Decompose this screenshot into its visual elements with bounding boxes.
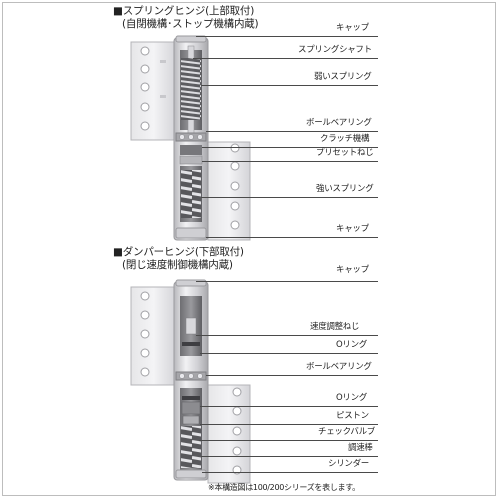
label-piston: ピストン bbox=[336, 411, 369, 421]
label-clutch: クラッチ機構 bbox=[320, 134, 370, 144]
leader-damper-cap bbox=[196, 281, 378, 282]
spring-hinge-illustration bbox=[130, 35, 251, 241]
weak-spring bbox=[181, 58, 201, 120]
spring-right-screw-holes bbox=[230, 143, 240, 230]
leader-damper-bearing bbox=[206, 375, 378, 376]
label-ball-bearing: ボールベアリング bbox=[306, 118, 372, 128]
strong-spring bbox=[181, 170, 201, 218]
label-weak-spring: 弱いスプリング bbox=[314, 72, 372, 82]
damper-hinge-subtitle: (閉じ速度制御機構内蔵) bbox=[122, 259, 233, 271]
leader-ball-bearing bbox=[206, 131, 378, 132]
label-spring-shaft: スプリングシャフト bbox=[298, 45, 372, 55]
spring-top-cap bbox=[175, 35, 207, 43]
check-valve bbox=[182, 415, 200, 425]
leader-cylinder bbox=[202, 472, 378, 473]
leader-strong-spring bbox=[201, 197, 378, 198]
leader-weak-spring bbox=[201, 85, 378, 86]
label-check-valve: チェックバルブ bbox=[318, 427, 375, 437]
damper-right-leaf bbox=[207, 384, 251, 484]
leader-speed-rod bbox=[201, 456, 378, 457]
spring-left-leaf bbox=[130, 41, 177, 141]
damper-hinge-illustration bbox=[130, 279, 251, 484]
damper-bearing-balls bbox=[179, 373, 203, 379]
clutch-mechanism bbox=[180, 145, 202, 155]
damper-left-screw-holes bbox=[140, 291, 150, 377]
leader-speed-screw bbox=[196, 335, 378, 336]
piston bbox=[181, 401, 201, 415]
leader-piston bbox=[200, 424, 378, 425]
o-ring-upper bbox=[182, 342, 200, 346]
damper-bottom-cap bbox=[175, 469, 207, 479]
damper-hinge-title: ■ダンパーヒンジ(下部取付) bbox=[113, 246, 244, 258]
leader-check-valve bbox=[199, 440, 378, 441]
damper-hinge-heading: ■ダンパーヒンジ(下部取付) (閉じ速度制御機構内蔵) bbox=[113, 246, 244, 272]
label-damper-cap: キャップ bbox=[336, 265, 369, 275]
leader-clutch bbox=[202, 147, 378, 148]
footnote: ※本構造図は100/200シリーズを表します。 bbox=[208, 483, 360, 492]
label-o-ring-upper: Oリング bbox=[336, 340, 367, 350]
label-strong-spring: 強いスプリング bbox=[316, 184, 374, 194]
speed-adjust-screw bbox=[185, 317, 197, 335]
leader-cap-bottom bbox=[206, 237, 378, 238]
spring-hinge-title: ■スプリングヒンジ(上部取付) bbox=[113, 5, 255, 17]
diagram-frame bbox=[2, 2, 496, 496]
spring-bearing-balls bbox=[179, 134, 203, 140]
label-preset-screw: プリセットねじ bbox=[316, 148, 374, 158]
label-cap-bottom: キャップ bbox=[336, 224, 369, 234]
damper-right-screw-holes bbox=[232, 387, 242, 475]
spring-hinge-heading: ■スプリングヒンジ(上部取付) (自閉機構･ストップ機構内蔵) bbox=[113, 5, 259, 31]
leader-o-ring-lower bbox=[200, 406, 378, 407]
leader-spring-shaft bbox=[193, 58, 378, 59]
label-speed-screw: 速度調整ねじ bbox=[310, 322, 360, 332]
spring-hinge-subtitle: (自閉機構･ストップ機構内蔵) bbox=[122, 18, 259, 30]
label-cap-top: キャップ bbox=[336, 23, 369, 33]
label-damper-bearing: ボールベアリング bbox=[306, 362, 372, 372]
label-cylinder: シリンダー bbox=[328, 459, 370, 469]
label-speed-rod: 調速棒 bbox=[348, 443, 373, 453]
leader-o-ring-upper bbox=[200, 353, 378, 354]
leader-cap-top bbox=[196, 36, 378, 37]
spring-right-leaf bbox=[207, 141, 251, 241]
damper-left-leaf bbox=[130, 286, 177, 386]
spring-left-screw-holes bbox=[140, 46, 150, 131]
preset-screw bbox=[179, 155, 203, 165]
spring-left-leaf-marks bbox=[160, 60, 166, 98]
leader-preset-screw bbox=[202, 161, 378, 162]
label-o-ring-lower: Oリング bbox=[336, 393, 367, 403]
speed-control-rod bbox=[181, 426, 201, 468]
o-ring-lower bbox=[182, 396, 200, 400]
spring-bottom-cap bbox=[175, 227, 207, 239]
